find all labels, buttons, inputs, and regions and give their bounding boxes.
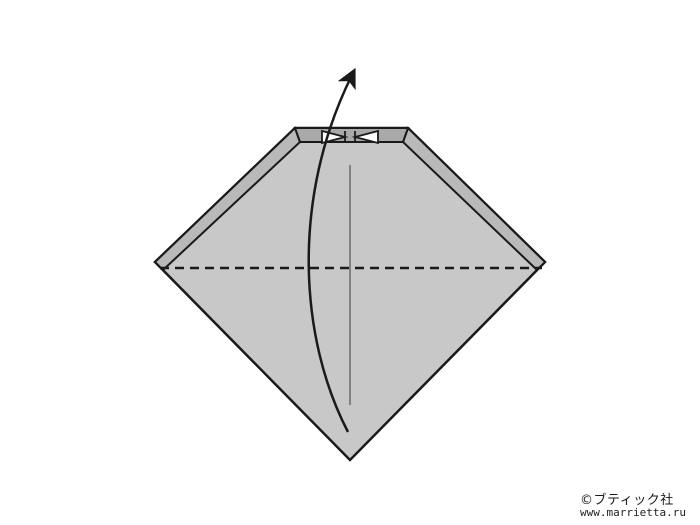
top-folded-band bbox=[293, 127, 410, 143]
source-url: www.marrietta.ru bbox=[580, 506, 686, 520]
publisher-credit: ©ブティック社 bbox=[580, 492, 674, 508]
credit-block: ©ブティック社 www.marrietta.ru bbox=[580, 494, 686, 519]
fold-up-arrow-icon bbox=[307, 67, 356, 433]
